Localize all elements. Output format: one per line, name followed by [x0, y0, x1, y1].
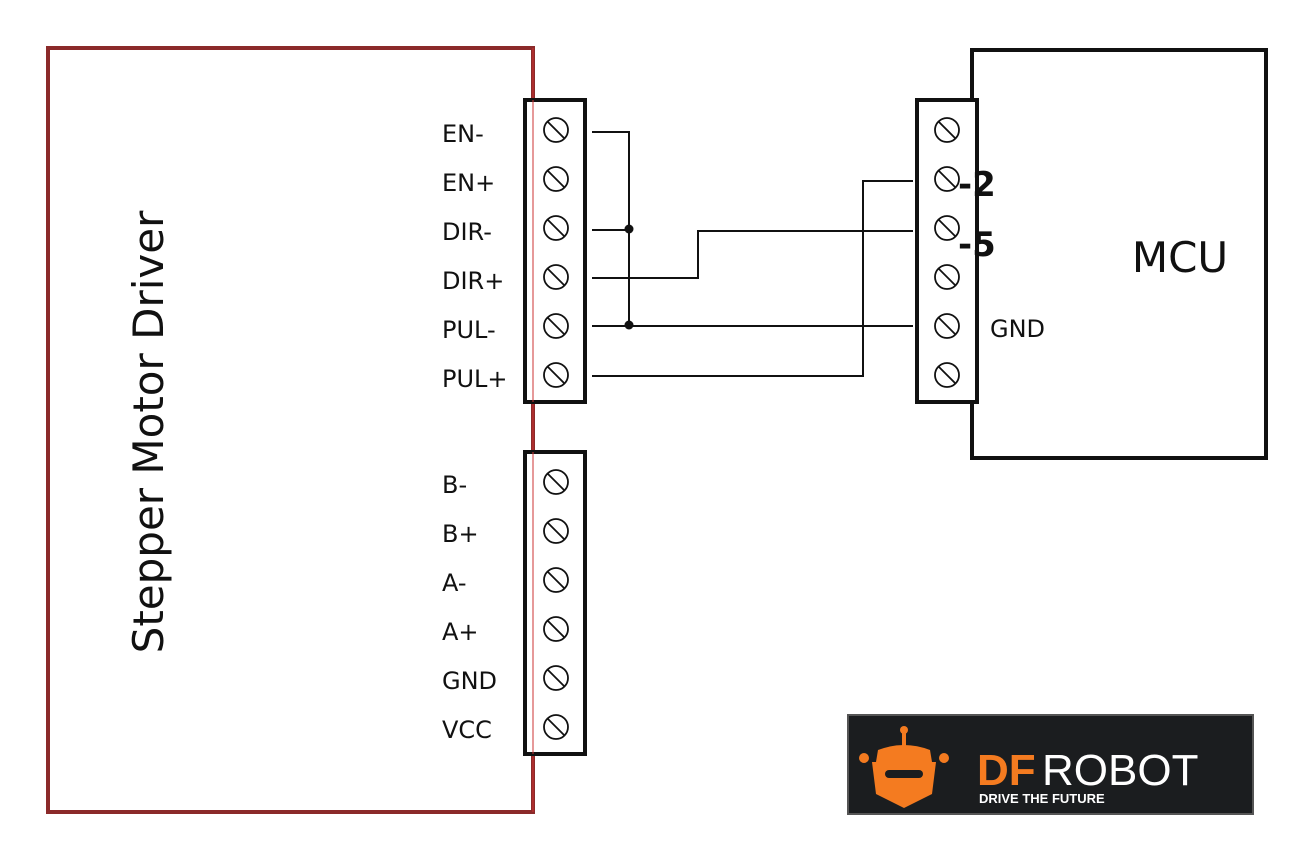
handwritten-pin-2: -2	[958, 165, 996, 205]
driver-power-screw-slot	[547, 620, 565, 638]
robot-mascot-icon	[859, 726, 949, 808]
mcu-screw-slot	[938, 268, 956, 286]
mcu-body	[970, 48, 1268, 460]
pin-label-vcc: VCC	[442, 716, 492, 744]
mcu-screw-slot	[938, 219, 956, 237]
driver-body	[46, 46, 535, 814]
driver-power-screw-slot	[547, 718, 565, 736]
pin-label-gnd: GND	[442, 667, 497, 695]
pin-label-en-minus: EN-	[442, 120, 484, 148]
driver-control-screw-slot	[547, 219, 565, 237]
driver-control-screw-slot	[547, 121, 565, 139]
driver-control-screw-slot	[547, 366, 565, 384]
wire-en-minus-bus	[592, 131, 630, 326]
driver-power-screw-slot	[547, 522, 565, 540]
pin-label-dir-plus: DIR+	[442, 267, 504, 295]
driver-power-terminal-block	[523, 450, 587, 756]
driver-control-screw-slot	[547, 317, 565, 335]
pin-label-pul-minus: PUL-	[442, 316, 496, 344]
mcu-screw-slot	[938, 121, 956, 139]
driver-control-screw-slot	[547, 170, 565, 188]
pin-label-a-minus: A-	[442, 569, 467, 597]
dfrobot-logo: DF ROBOT DRIVE THE FUTURE	[847, 714, 1254, 815]
driver-control-screws	[543, 117, 569, 388]
handwritten-pin-5: -5	[958, 225, 996, 265]
driver-power-screws	[543, 469, 569, 740]
driver-title: Stepper Motor Driver	[124, 210, 173, 653]
pin-label-dir-minus: DIR-	[442, 218, 492, 246]
mcu-gnd-label: GND	[990, 315, 1045, 343]
pin-label-en-plus: EN+	[442, 169, 495, 197]
logo-tagline: DRIVE THE FUTURE	[979, 791, 1105, 806]
wire-pul-plus-to-pin2	[592, 180, 913, 377]
logo-brand-df: DF	[977, 746, 1036, 795]
pin-label-b-minus: B-	[442, 471, 467, 499]
driver-control-screw-slot	[547, 268, 565, 286]
wires	[592, 131, 913, 377]
driver-power-screw-slot	[547, 571, 565, 589]
driver-control-terminal-block	[523, 98, 587, 404]
junction-dot-dir	[624, 224, 634, 234]
mcu-screws	[934, 117, 960, 388]
mcu-screw-slot	[938, 170, 956, 188]
mcu-title: MCU	[1132, 233, 1228, 282]
pin-label-pul-plus: PUL+	[442, 365, 508, 393]
pin-label-b-plus: B+	[442, 520, 479, 548]
wire-dir-plus-to-pin5	[592, 230, 913, 279]
mcu-terminal-block	[915, 98, 979, 404]
logo-brand-robot: ROBOT	[1042, 746, 1198, 795]
pin-label-a-plus: A+	[442, 618, 479, 646]
driver-power-screw-slot	[547, 669, 565, 687]
mcu-screw-slot	[938, 317, 956, 335]
mcu-screw-slot	[938, 366, 956, 384]
driver-power-screw-slot	[547, 473, 565, 491]
